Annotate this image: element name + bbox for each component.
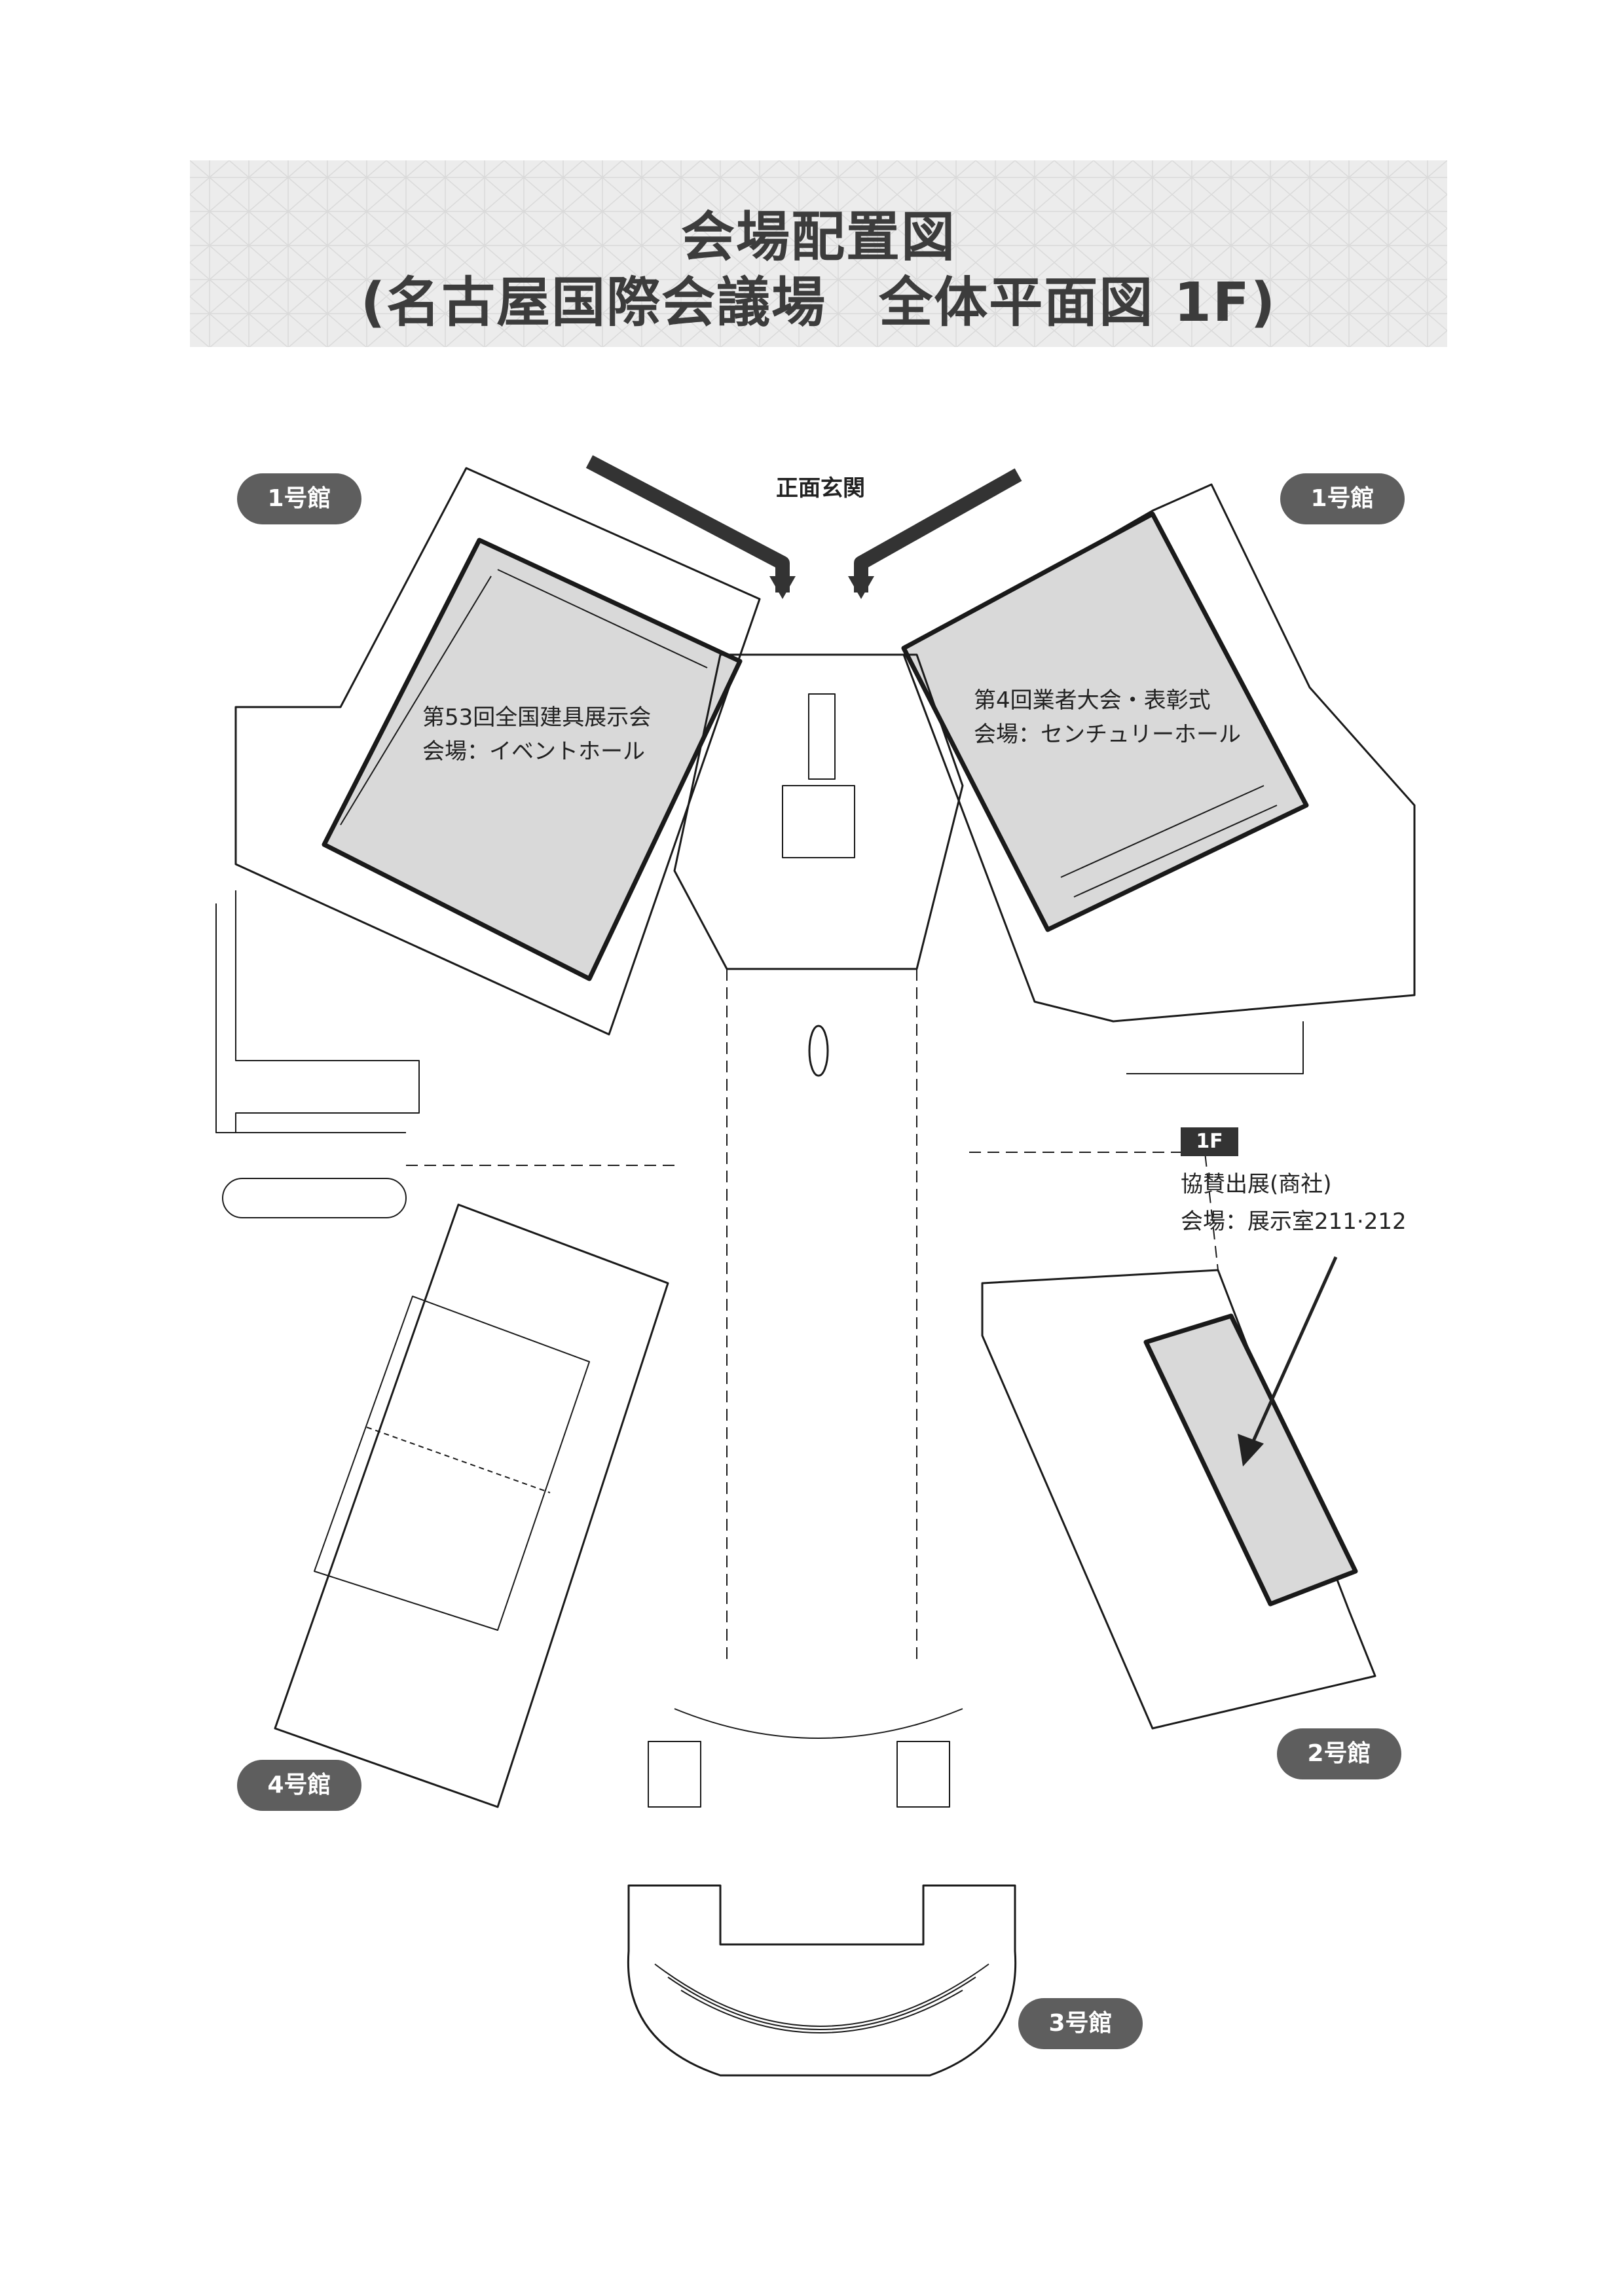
century-hall-label-line-1: 第4回業者大会・表彰式 [974,687,1211,714]
building-3-outline [627,1884,1017,2077]
left-corridor [215,890,681,1218]
building-3-badge: 3号館 [1018,1998,1143,2049]
event-hall-highlight [322,538,743,981]
central-fountain [808,1025,829,1077]
event-hall-wing [234,467,761,1036]
entrance-arrow-left [585,455,790,592]
building-1-right-badge: 1号館 [1280,473,1405,524]
event-hall-wing-outline [234,467,761,1036]
page-title-part-a: (名古屋国際会議場 [360,272,827,334]
building-4-badge: 4号館 [237,1760,361,1811]
page-title-line-2: (名古屋国際会議場全体平面図 1F) [190,259,1447,337]
central-plaza-arcs [648,1708,963,1808]
exhibition-room-highlight [1143,1313,1358,1607]
building-3 [627,1884,1017,2077]
central-hall [673,653,964,1663]
century-hall-label-line-2: 会場：センチュリーホール [974,721,1241,748]
entrance-arrow-right [854,468,1022,592]
event-hall-label-line-1: 第53回全国建具展示会 [422,704,652,731]
entrance-arrow-left-head [769,576,796,599]
exhibition-pointer-line [1249,1256,1338,1448]
entrance-arrow-right-head [848,576,874,599]
event-hall-label-line-2: 会場：イベントホール [422,738,645,765]
building-2 [969,1021,1376,1730]
floor-1f-tag: 1F [1181,1127,1238,1156]
main-entrance-label: 正面玄関 [776,475,865,501]
page-title-line-1: 会場配置図 [680,206,956,268]
title-banner: 会場配置図 (名古屋国際会議場全体平面図 1F) [190,160,1447,347]
entrance-arrows [585,455,1022,599]
exhibition-room-label-line-2: 会場：展示室211·212 [1181,1209,1407,1235]
building-4-outline [274,1203,669,1808]
building-2-badge: 2号館 [1277,1728,1401,1779]
exhibition-pointer-head [1238,1434,1264,1467]
century-hall-wing [901,483,1416,1023]
exhibition-room-label-line-1: 協賛出展(商社) [1181,1171,1332,1197]
page-title-part-b: 全体平面図 1F) [879,272,1277,334]
building-1-left-badge: 1号館 [237,473,361,524]
building-4-hall [314,1296,590,1631]
building-4 [274,1203,669,1808]
century-hall-highlight [901,511,1309,932]
asanoha-pattern [190,160,1447,347]
